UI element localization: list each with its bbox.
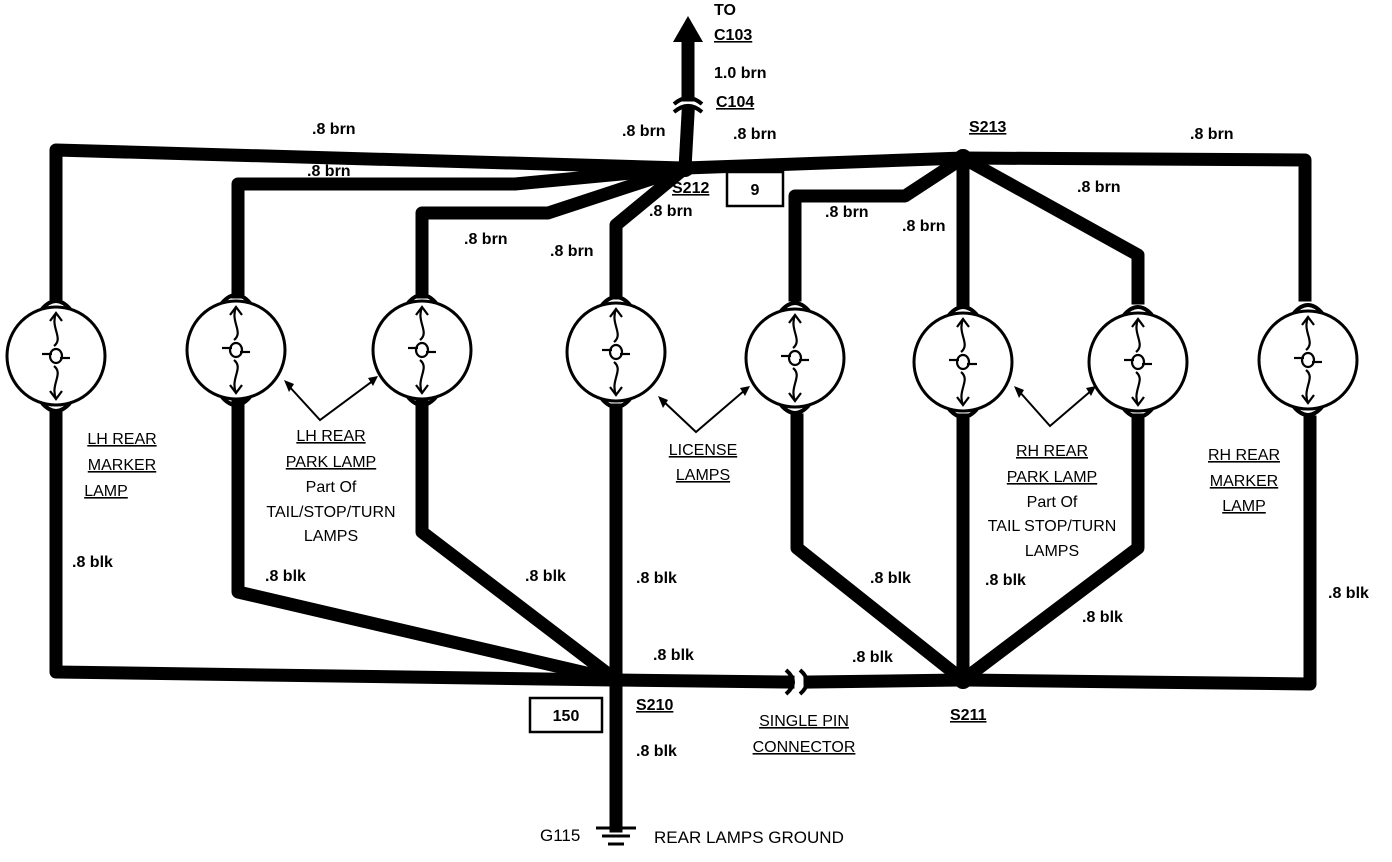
lamp-rh-park-2-icon (1087, 305, 1189, 419)
rh-marker-lamp-label: RH REAR MARKER LAMP (1208, 447, 1280, 515)
lamp-license-2-icon (744, 301, 846, 415)
lamp-rh-park-1-icon (912, 305, 1014, 419)
label-blk-rh-park-1: .8 blk (985, 572, 1026, 589)
wire-lh-park-1-brn (231, 160, 693, 299)
label-blk-lh-park-2: .8 blk (525, 568, 566, 585)
ground-id-label: G115 (540, 826, 580, 845)
wire-rh-park-2-brn (954, 149, 1145, 305)
license-lamps-label: LICENSE LAMPS (669, 442, 737, 484)
label-blk-lh-park-1: .8 blk (265, 568, 306, 585)
box-150: 150 (528, 696, 604, 734)
label-blk-s210-right: .8 blk (653, 647, 694, 664)
feed-to-label: TO (714, 2, 736, 19)
lh-park-lamp-label: LH REAR PARK LAMP Part Of TAIL/STOP/TURN… (266, 428, 395, 545)
splice-s211-label: S211 (950, 707, 987, 724)
svg-text:MARKER: MARKER (88, 457, 156, 474)
rh-park-lamp-label: RH REAR PARK LAMP Part Of TAIL STOP/TURN… (988, 443, 1117, 560)
splice-s211-dot (954, 671, 972, 689)
wire-license-1-brn (609, 158, 695, 300)
c104-connector-icon (672, 96, 704, 106)
label-blk-s211-left: .8 blk (852, 649, 893, 666)
label-brn-lh-marker: .8 brn (312, 121, 356, 138)
svg-text:RH REAR: RH REAR (1208, 447, 1280, 464)
label-brn-lh-park-1: .8 brn (307, 163, 351, 180)
svg-text:LAMP: LAMP (84, 483, 128, 500)
rh-park-pointer (1014, 386, 1096, 428)
label-brn-rh-marker: .8 brn (1190, 126, 1234, 143)
label-blk-lh-marker: .8 blk (72, 554, 113, 571)
svg-text:PARK LAMP: PARK LAMP (286, 454, 376, 471)
single-pin-connector-icon (784, 668, 809, 696)
svg-text:LH REAR: LH REAR (296, 428, 365, 445)
single-pin-connector-label: SINGLE PIN CONNECTOR (753, 713, 856, 756)
wire-lh-marker-brn (49, 143, 692, 302)
wire-connector-to-s211 (803, 673, 970, 689)
wire-license-2-brn (788, 149, 972, 302)
wire-lh-park-1-blk (231, 393, 624, 688)
wire-lh-marker-blk (49, 411, 623, 687)
lh-park-pointer (284, 376, 378, 422)
box-150-label: 150 (553, 708, 580, 725)
lamp-rh-marker-icon (1257, 303, 1359, 417)
svg-text:LICENSE: LICENSE (669, 442, 737, 459)
label-blk-rh-park-2: .8 blk (1082, 609, 1123, 626)
wire-lh-park-2-blk (415, 393, 626, 690)
label-blk-license-1: .8 blk (636, 570, 677, 587)
svg-text:CONNECTOR: CONNECTOR (753, 739, 856, 756)
box-9: 9 (725, 170, 785, 208)
box-9-label: 9 (751, 182, 760, 199)
svg-text:MARKER: MARKER (1210, 473, 1278, 490)
splice-s210-label: S210 (636, 697, 673, 714)
svg-text:SINGLE PIN: SINGLE PIN (759, 713, 849, 730)
svg-text:Part Of: Part Of (1027, 494, 1078, 511)
splice-s210-dot (607, 671, 625, 689)
svg-text:LAMPS: LAMPS (304, 528, 358, 545)
splice-s212-label: S212 (672, 180, 709, 197)
ground-symbol-icon (596, 826, 636, 846)
svg-text:LH REAR: LH REAR (87, 431, 156, 448)
lamp-lh-park-1-icon (185, 293, 287, 407)
lh-marker-lamp-label: LH REAR MARKER LAMP (84, 431, 156, 500)
wire-top-bus-right (678, 151, 1312, 302)
svg-text:Part Of: Part Of (306, 479, 357, 496)
arrow-up-icon (673, 16, 703, 42)
svg-text:LAMPS: LAMPS (676, 467, 730, 484)
feed-c104-label: C104 (716, 94, 754, 111)
splice-s212-dot (676, 159, 694, 177)
svg-text:LAMP: LAMP (1222, 498, 1266, 515)
label-brn-s212-right: .8 brn (733, 126, 777, 143)
splice-s213-label: S213 (969, 119, 1006, 136)
svg-text:PARK LAMP: PARK LAMP (1007, 469, 1097, 486)
feed-wire-label: 1.0 brn (714, 65, 766, 82)
label-brn-license-2: .8 brn (825, 204, 869, 221)
svg-text:RH REAR: RH REAR (1016, 443, 1088, 460)
svg-text:TAIL/STOP/TURN: TAIL/STOP/TURN (266, 504, 395, 521)
lamp-license-1-icon (565, 295, 667, 409)
wire-rh-marker-blk (956, 415, 1317, 691)
label-blk-ground: .8 blk (636, 743, 677, 760)
lamp-lh-marker-icon (5, 299, 107, 413)
splice-s213-dot (954, 149, 972, 167)
wire-feed-below-c104 (678, 107, 695, 175)
lamp-lh-park-2-icon (371, 293, 473, 407)
svg-text:LAMPS: LAMPS (1025, 543, 1079, 560)
label-blk-license-2: .8 blk (870, 570, 911, 587)
lamps-group (5, 293, 1359, 419)
feed-c103-label: C103 (714, 27, 752, 44)
label-brn-lh-park-2: .8 brn (464, 231, 508, 248)
svg-text:TAIL STOP/TURN: TAIL STOP/TURN (988, 518, 1117, 535)
label-brn-s212-down: .8 brn (649, 203, 693, 220)
label-brn-rh-park-1: .8 brn (902, 218, 946, 235)
wire-license-2-blk (790, 413, 973, 690)
wire-s210-to-connector (609, 673, 795, 689)
wire-rh-park-2-blk (953, 413, 1145, 690)
wire-lh-park-2-brn (415, 159, 694, 299)
ground-name-label: REAR LAMPS GROUND (654, 828, 844, 847)
license-pointer (658, 386, 750, 434)
label-brn-rh-park-2: .8 brn (1077, 179, 1121, 196)
label-brn-s212-up: .8 brn (622, 123, 666, 140)
label-blk-rh-marker: .8 blk (1328, 585, 1369, 602)
label-brn-license-1: .8 brn (550, 243, 594, 260)
